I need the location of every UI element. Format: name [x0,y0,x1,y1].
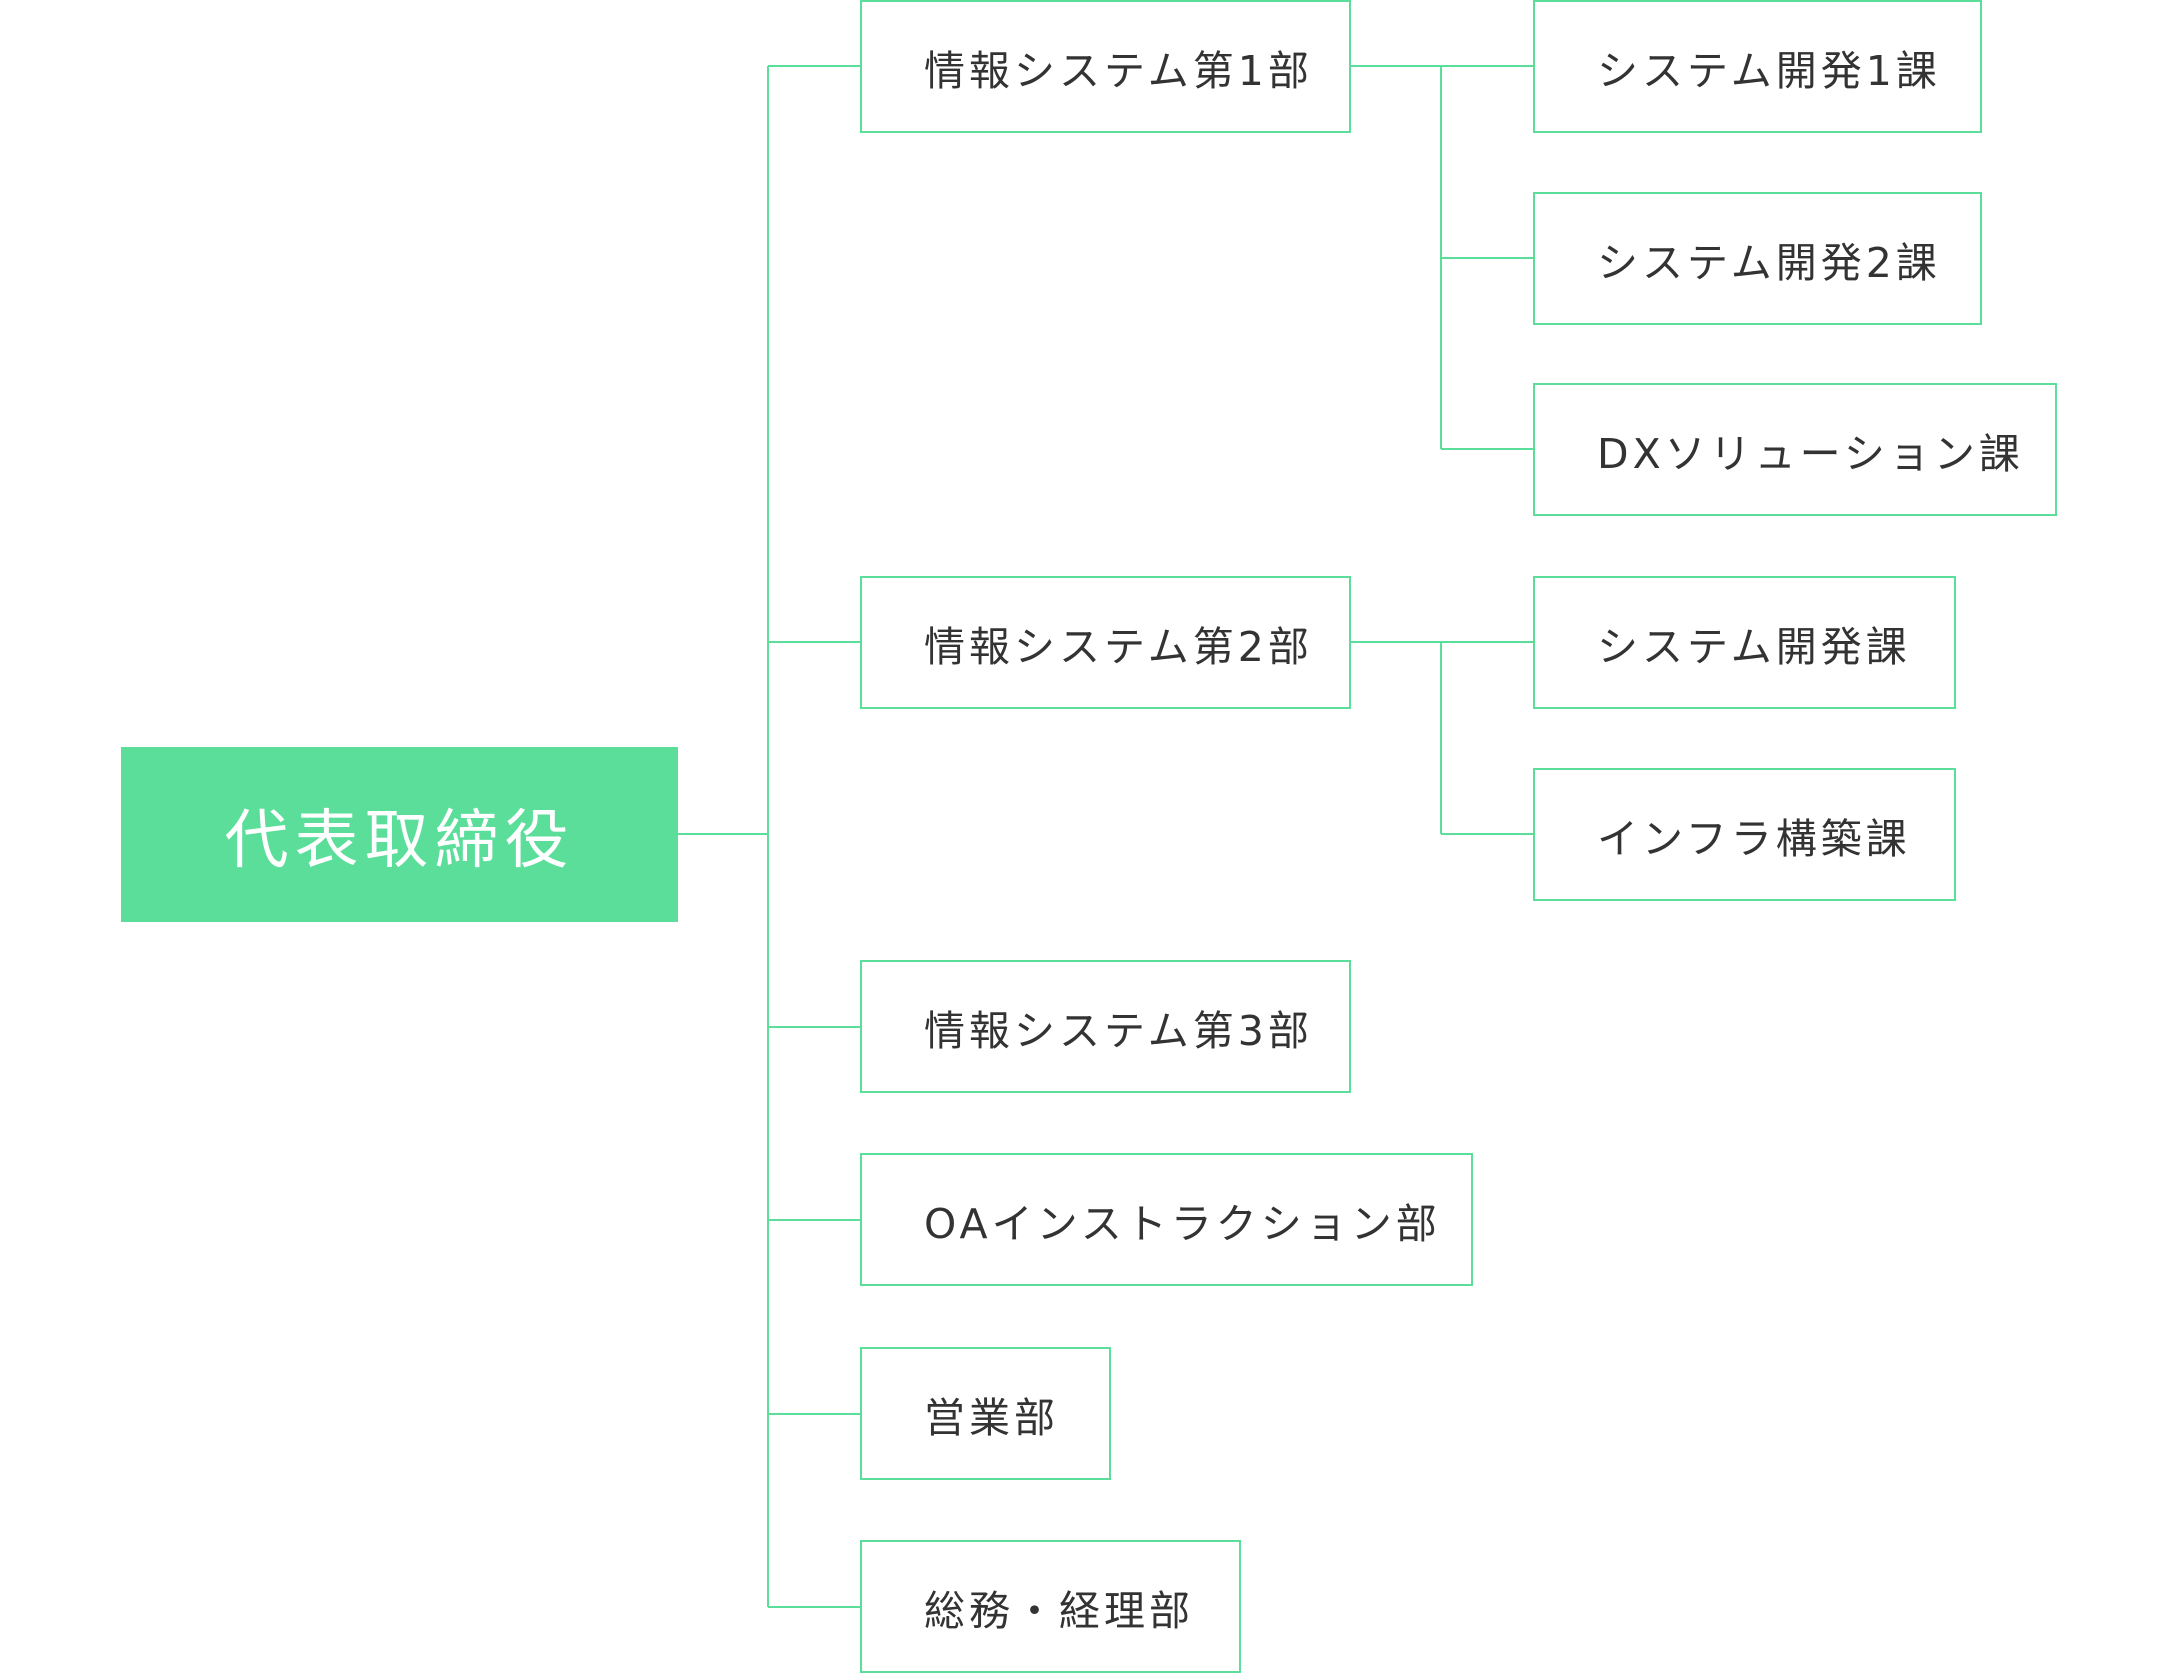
dept-node-info-system-2: 情報システム第2部 [860,576,1351,709]
dept-node-oa-instruction: OAインストラクション部 [860,1153,1473,1286]
section-node-label: インフラ構築課 [1597,814,1911,863]
section-node-label: システム開発課 [1597,622,1911,671]
dept-node-info-system-1: 情報システム第1部 [860,0,1351,133]
dept-node-label: OAインストラクション部 [924,1199,1441,1248]
section-node-label: システム開発1課 [1597,46,1941,95]
dept-node-label: 総務・経理部 [924,1586,1194,1635]
dept-node-label: 情報システム第2部 [924,622,1313,671]
section-node-system-dev: システム開発課 [1533,576,1956,709]
section-node-label: システム開発2課 [1597,238,1941,287]
section-node-dx-solution: DXソリューション課 [1533,383,2057,516]
dept-node-general-affairs-accounting: 総務・経理部 [860,1540,1241,1673]
section-node-infrastructure: インフラ構築課 [1533,768,1956,901]
section-node-system-dev-1: システム開発1課 [1533,0,1982,133]
root-node-label: 代表取締役 [224,803,575,878]
dept-node-label: 情報システム第1部 [924,46,1313,95]
dept-node-info-system-3: 情報システム第3部 [860,960,1351,1093]
dept-node-label: 情報システム第3部 [924,1006,1313,1055]
dept-node-label: 営業部 [924,1393,1059,1442]
dept-node-sales: 営業部 [860,1347,1111,1480]
root-node-ceo: 代表取締役 [121,747,678,922]
section-node-system-dev-2: システム開発2課 [1533,192,1982,325]
section-node-label: DXソリューション課 [1597,429,2024,478]
